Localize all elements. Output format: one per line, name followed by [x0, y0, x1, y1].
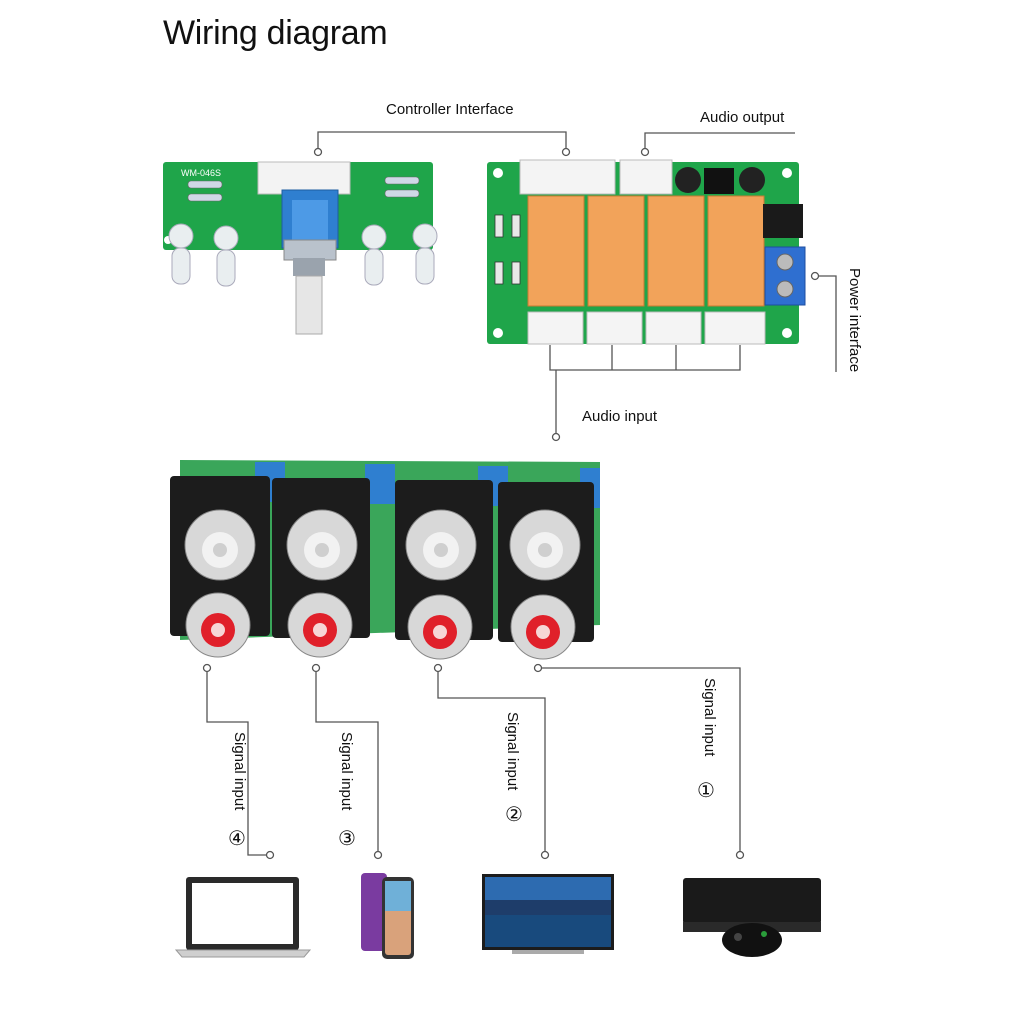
power-interface-label: Power interface [846, 268, 863, 373]
controller-board: WM-046S [163, 161, 438, 335]
signal-input-label-3: Signal input [338, 732, 355, 811]
signal-number-3: ③ [338, 828, 356, 850]
rca-input-board [170, 460, 600, 660]
signal-input-label-2: Signal input [504, 712, 521, 791]
signal-input-label-1: Signal input [701, 678, 718, 757]
callout-lines [206, 131, 837, 856]
page-title: Wiring diagram [163, 14, 388, 52]
signal-number-1: ① [697, 780, 715, 802]
game-console-icon [683, 878, 821, 957]
tv-icon [482, 874, 614, 954]
signal-number-4: ④ [228, 828, 246, 850]
audio-input-label: Audio input [582, 408, 658, 425]
signal-number-2: ② [505, 804, 523, 826]
controller-interface-label: Controller Interface [386, 101, 514, 118]
callout-dots [202, 147, 820, 860]
laptop-icon [174, 877, 312, 958]
relay-board [487, 159, 806, 345]
signal-input-label-4: Signal input [231, 732, 248, 811]
controller-model-text: WM-046S [181, 168, 221, 178]
smartphone-icon [361, 873, 414, 959]
audio-output-label: Audio output [700, 109, 785, 126]
